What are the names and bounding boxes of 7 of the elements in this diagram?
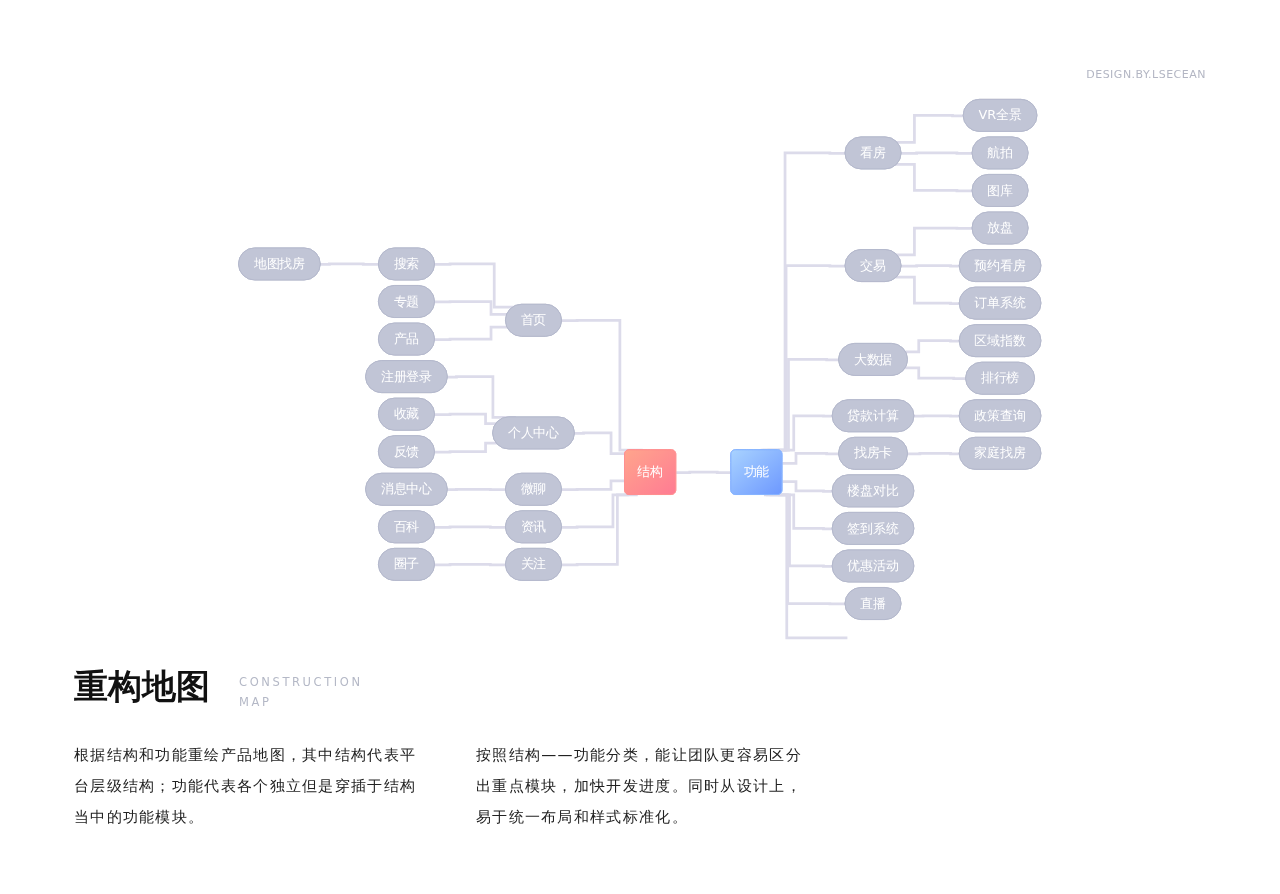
subtitle: CONSTRUCTION MAP [239,674,364,711]
description-text: 根据结构和功能重绘产品地图，其中结构代表平台层级结构；功能代表各个独立但是穿插于结构当中的功能模块。 [74,745,418,828]
connector [764,493,848,640]
description-text: 按照结构——功能分类，能让团队更容易区分出重点模块，加快开发进度。同时从设计上，易于统一布局和样式标准化。 [476,745,803,828]
connector [676,470,732,474]
credit-text: DESIGN.BY.LSECEAN [1086,68,1206,81]
title: 重构地图 [74,665,210,708]
